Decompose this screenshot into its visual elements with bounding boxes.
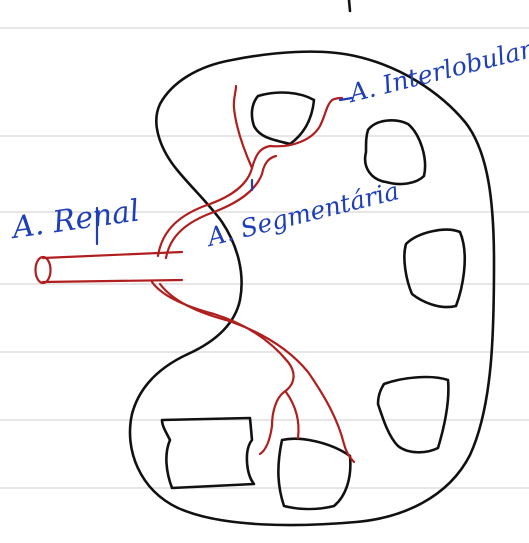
label-interlobular-artery: A. Interlobular [344, 34, 529, 108]
calyx-bottom-middle [277, 437, 352, 511]
renal-artery-opening [34, 255, 52, 285]
renal-artery-upper-wall [41, 250, 184, 260]
calyx-middle-right [403, 228, 467, 309]
calyx-bottom-left [160, 416, 256, 490]
segmental-artery-lower [150, 280, 356, 464]
renal-artery-lower-wall [41, 278, 184, 284]
interlobar-branches-upper [232, 84, 344, 170]
label-renal-artery: A. Renal [7, 193, 141, 246]
renal-artery [34, 250, 184, 285]
label-segmental-artery: A. Segmentária [202, 176, 401, 252]
notebook-rule-lines [0, 27, 529, 489]
calyx-lower-right [376, 375, 450, 454]
kidney-outline [128, 50, 496, 527]
pointer-interlobular [338, 96, 354, 102]
segmental-artery-upper [156, 144, 278, 260]
stray-pen-mark [347, 0, 352, 13]
interlobar-branches-lower [258, 390, 300, 456]
calyx-top-right [363, 119, 427, 186]
